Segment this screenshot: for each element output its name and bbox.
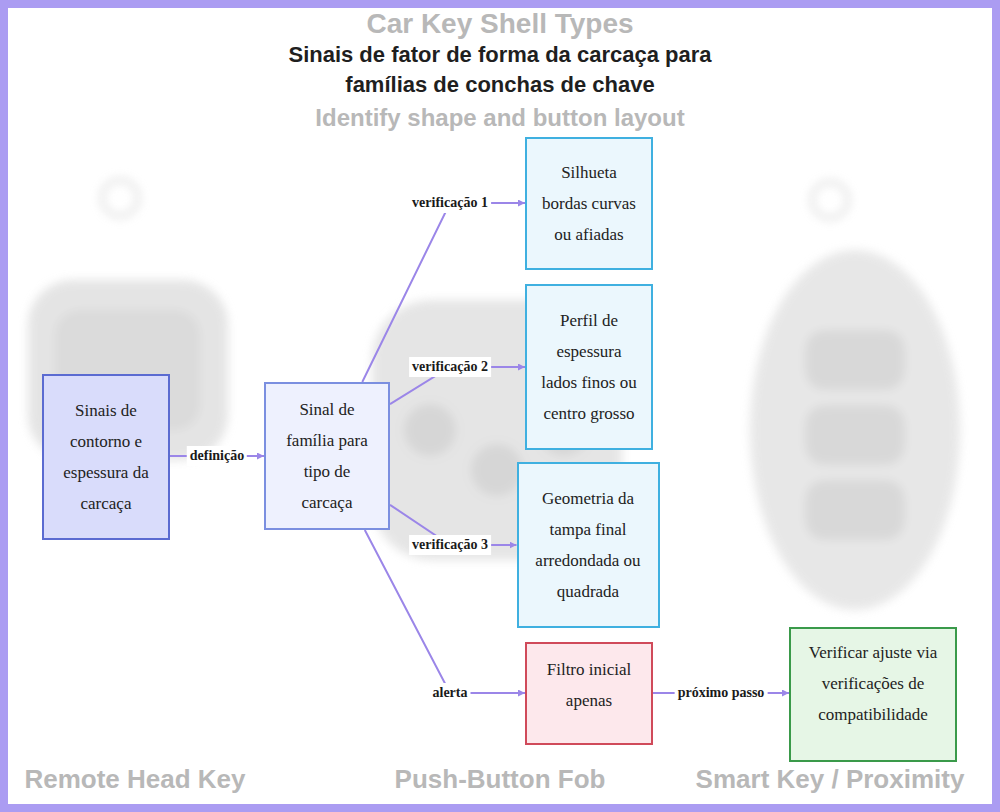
watermark-label: Identify shape and button layout <box>315 104 684 132</box>
fob-button <box>404 404 456 456</box>
edge-label: verificação 2 <box>409 357 491 377</box>
power-icon <box>812 182 848 218</box>
frame-border <box>4 4 996 808</box>
smart-key-button <box>805 405 905 465</box>
box-text: Filtro inicial apenas <box>539 654 639 716</box>
process-box: Sinal de família para tipo de carcaça <box>264 382 390 530</box>
box-text: Silhueta bordas curvas ou afiadas <box>539 157 639 250</box>
process-box: Perfil de espessura lados finos ou centr… <box>525 284 653 450</box>
edge-label: verificação 1 <box>409 193 491 213</box>
smart-key-button <box>805 480 905 540</box>
faded-keys <box>28 180 960 610</box>
edge-label: definição <box>187 446 247 466</box>
box-text: Sinais de contorno e espessura da carcaç… <box>58 395 154 519</box>
connector-arrow <box>365 530 525 693</box>
box-text: Verificar ajuste via verificações de com… <box>801 637 945 730</box>
watermark-label: Push-Button Fob <box>395 764 606 795</box>
process-box: Filtro inicial apenas <box>525 642 653 745</box>
edge-label: verificação 3 <box>409 535 491 555</box>
smart-key-button <box>805 330 905 390</box>
process-box: Sinais de contorno e espessura da carcaç… <box>42 374 170 540</box>
watermark-label: Remote Head Key <box>24 764 245 795</box>
process-box: Silhueta bordas curvas ou afiadas <box>525 137 653 270</box>
box-text: Sinal de família para tipo de carcaça <box>278 394 376 518</box>
smart-key <box>750 250 960 610</box>
connector-arrow <box>362 203 525 382</box>
process-box: Geometria da tampa final arredondada ou … <box>517 462 660 628</box>
watermark-label: Car Key Shell Types <box>366 8 633 40</box>
box-text: Geometria da tampa final arredondada ou … <box>531 483 646 607</box>
watermark-label: Smart Key / Proximity <box>696 764 965 795</box>
box-text: Perfil de espessura lados finos ou centr… <box>539 305 639 429</box>
process-box: Verificar ajuste via verificações de com… <box>789 627 957 762</box>
diagram-title: Sinais de fator de forma da carcaça para… <box>260 40 740 100</box>
edge-label: alerta <box>430 683 471 703</box>
fob-button <box>471 444 523 496</box>
keyhole-icon <box>102 180 138 216</box>
edge-label: próximo passo <box>675 683 768 703</box>
